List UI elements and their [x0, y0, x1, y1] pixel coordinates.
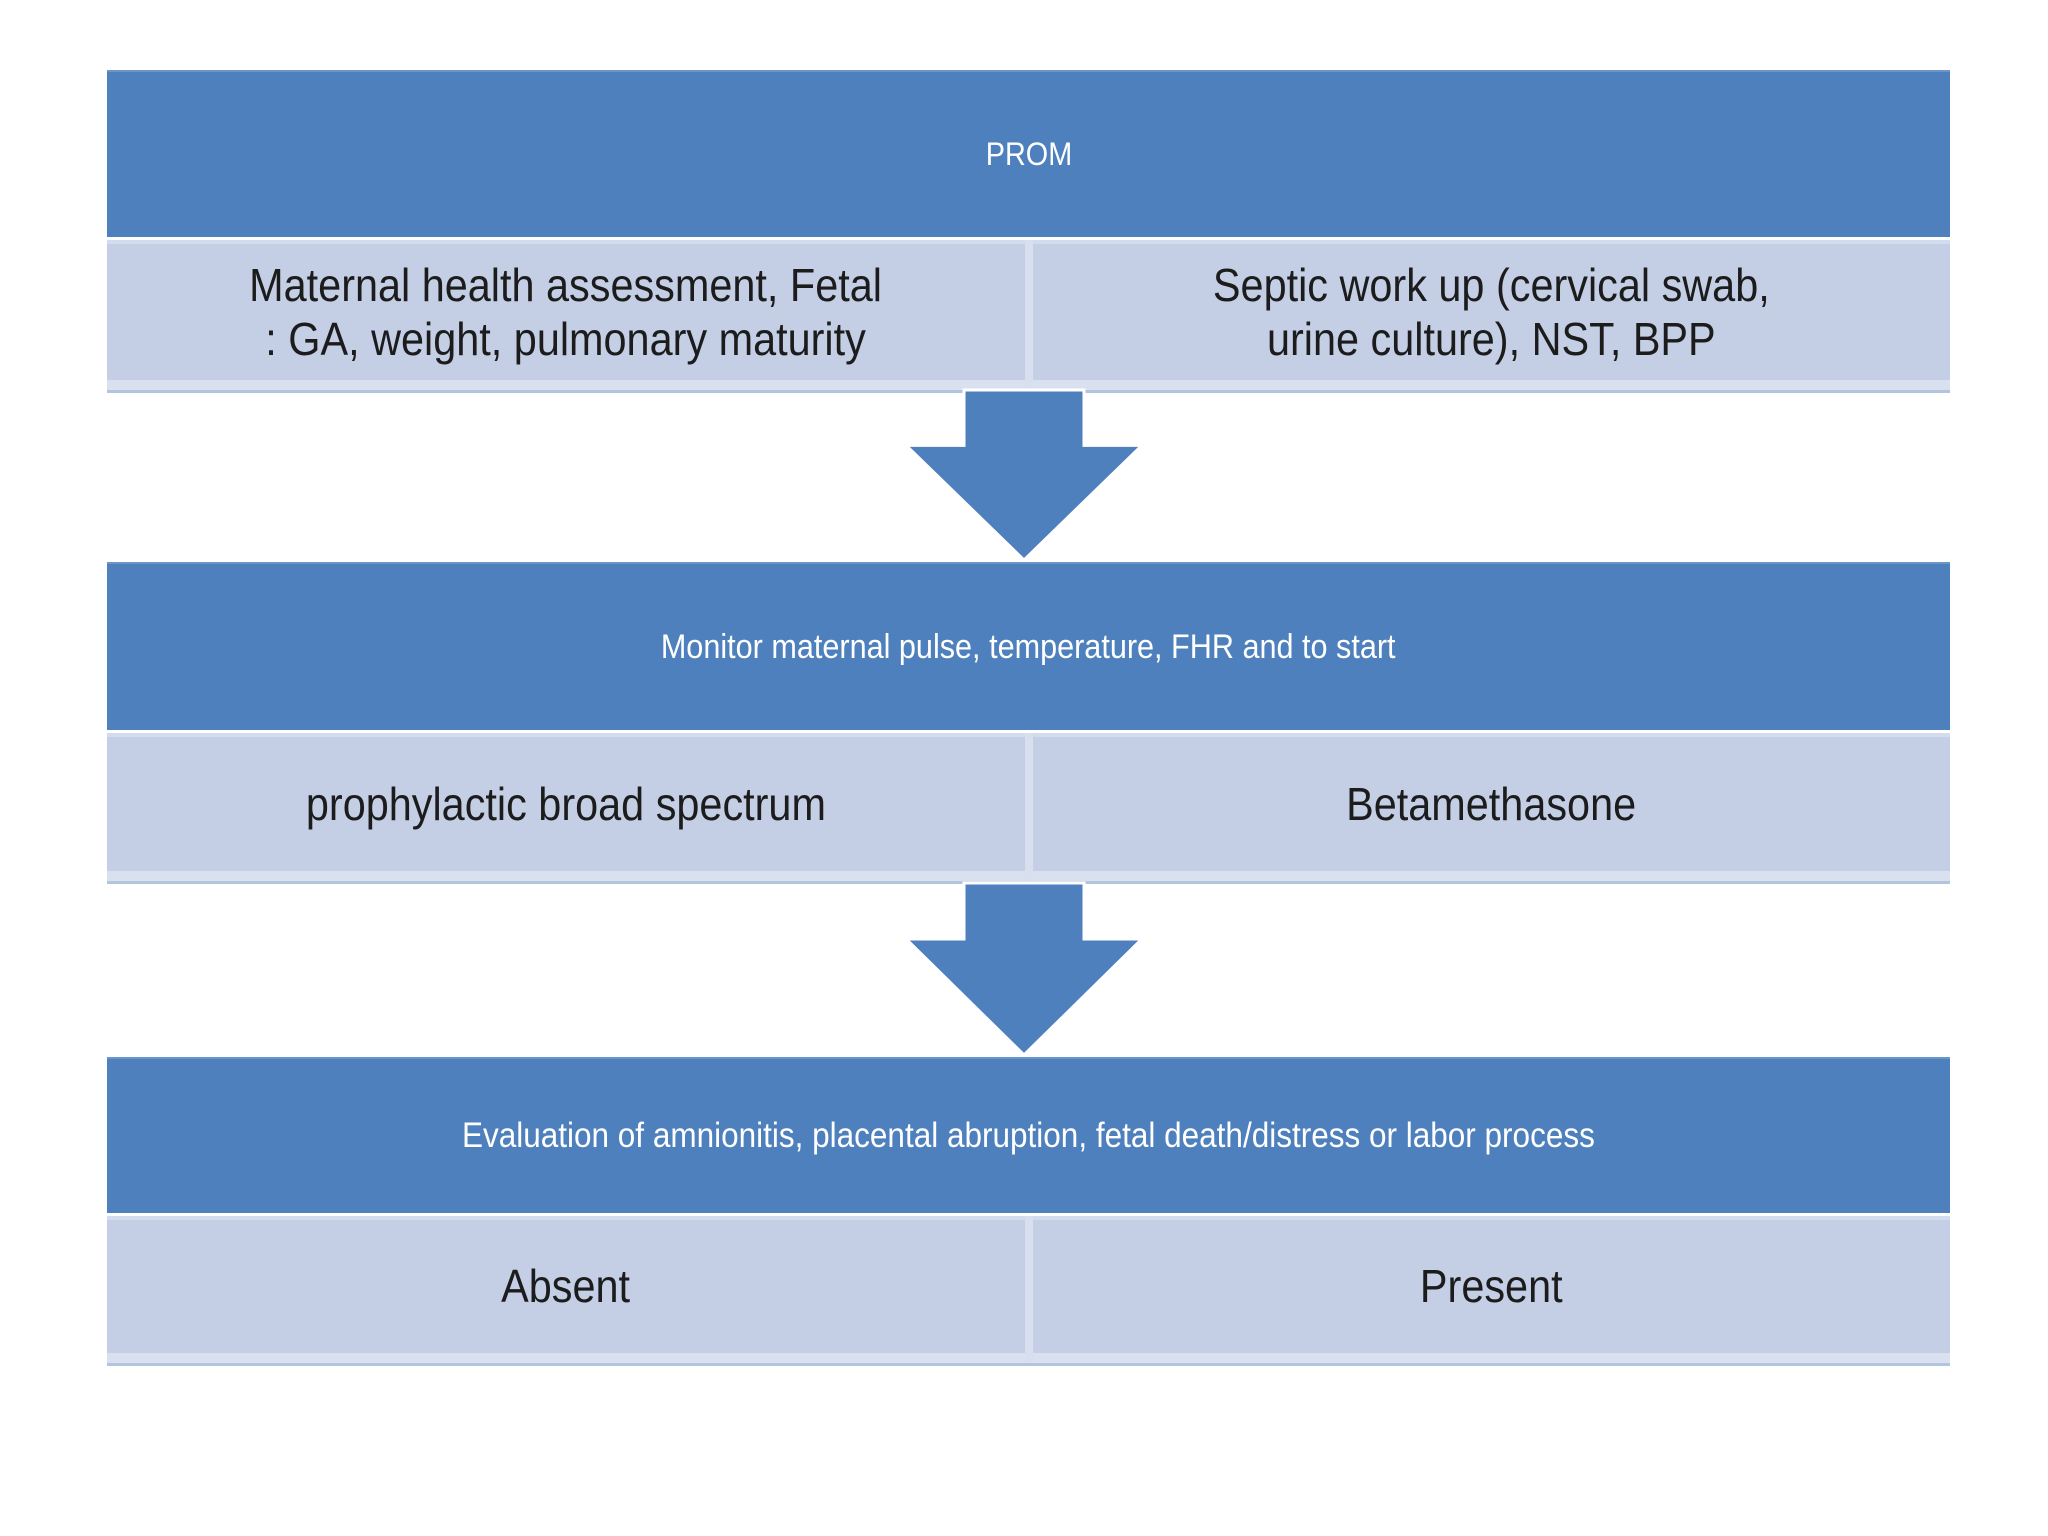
step-prom: PROM Maternal health assessment, Fetal :… — [107, 70, 1950, 390]
down-arrow-icon — [904, 388, 1144, 562]
step-monitor-cell-right-label: Betamethasone — [1346, 777, 1637, 830]
step-evaluation-cell-absent: Absent — [107, 1216, 1025, 1363]
step-evaluation: Evaluation of amnionitis, placental abru… — [107, 1057, 1950, 1363]
step-evaluation-cell-present-label: Present — [1419, 1260, 1563, 1313]
step-prom-cell-left-label: Maternal health assessment, Fetal : GA, … — [249, 258, 883, 365]
step-evaluation-cell-absent-label: Absent — [501, 1260, 631, 1313]
step-evaluation-cell-present: Present — [1032, 1216, 1950, 1363]
step-prom-header: PROM — [107, 70, 1950, 237]
step-monitor-row: prophylactic broad spectrum Betamethason… — [107, 733, 1950, 881]
step-monitor-cell-left-label: prophylactic broad spectrum — [305, 777, 826, 830]
down-arrow-icon — [904, 881, 1144, 1057]
step-evaluation-header-label: Evaluation of amnionitis, placental abru… — [462, 1116, 1595, 1156]
step-prom-cell-left: Maternal health assessment, Fetal : GA, … — [107, 240, 1025, 390]
step-monitor-cell-left: prophylactic broad spectrum — [107, 733, 1025, 881]
step-evaluation-header: Evaluation of amnionitis, placental abru… — [107, 1057, 1950, 1213]
step-evaluation-row: Absent Present — [107, 1216, 1950, 1363]
step-monitor-header-label: Monitor maternal pulse, temperature, FHR… — [661, 627, 1396, 666]
step-prom-row: Maternal health assessment, Fetal : GA, … — [107, 240, 1950, 390]
step-monitor-cell-right: Betamethasone — [1032, 733, 1950, 881]
step-monitor-header: Monitor maternal pulse, temperature, FHR… — [107, 562, 1950, 730]
step-prom-cell-right: Septic work up (cervical swab, urine cul… — [1032, 240, 1950, 390]
step-monitor: Monitor maternal pulse, temperature, FHR… — [107, 562, 1950, 881]
step-prom-cell-right-label: Septic work up (cervical swab, urine cul… — [1212, 258, 1770, 365]
step-prom-header-label: PROM — [985, 135, 1072, 172]
